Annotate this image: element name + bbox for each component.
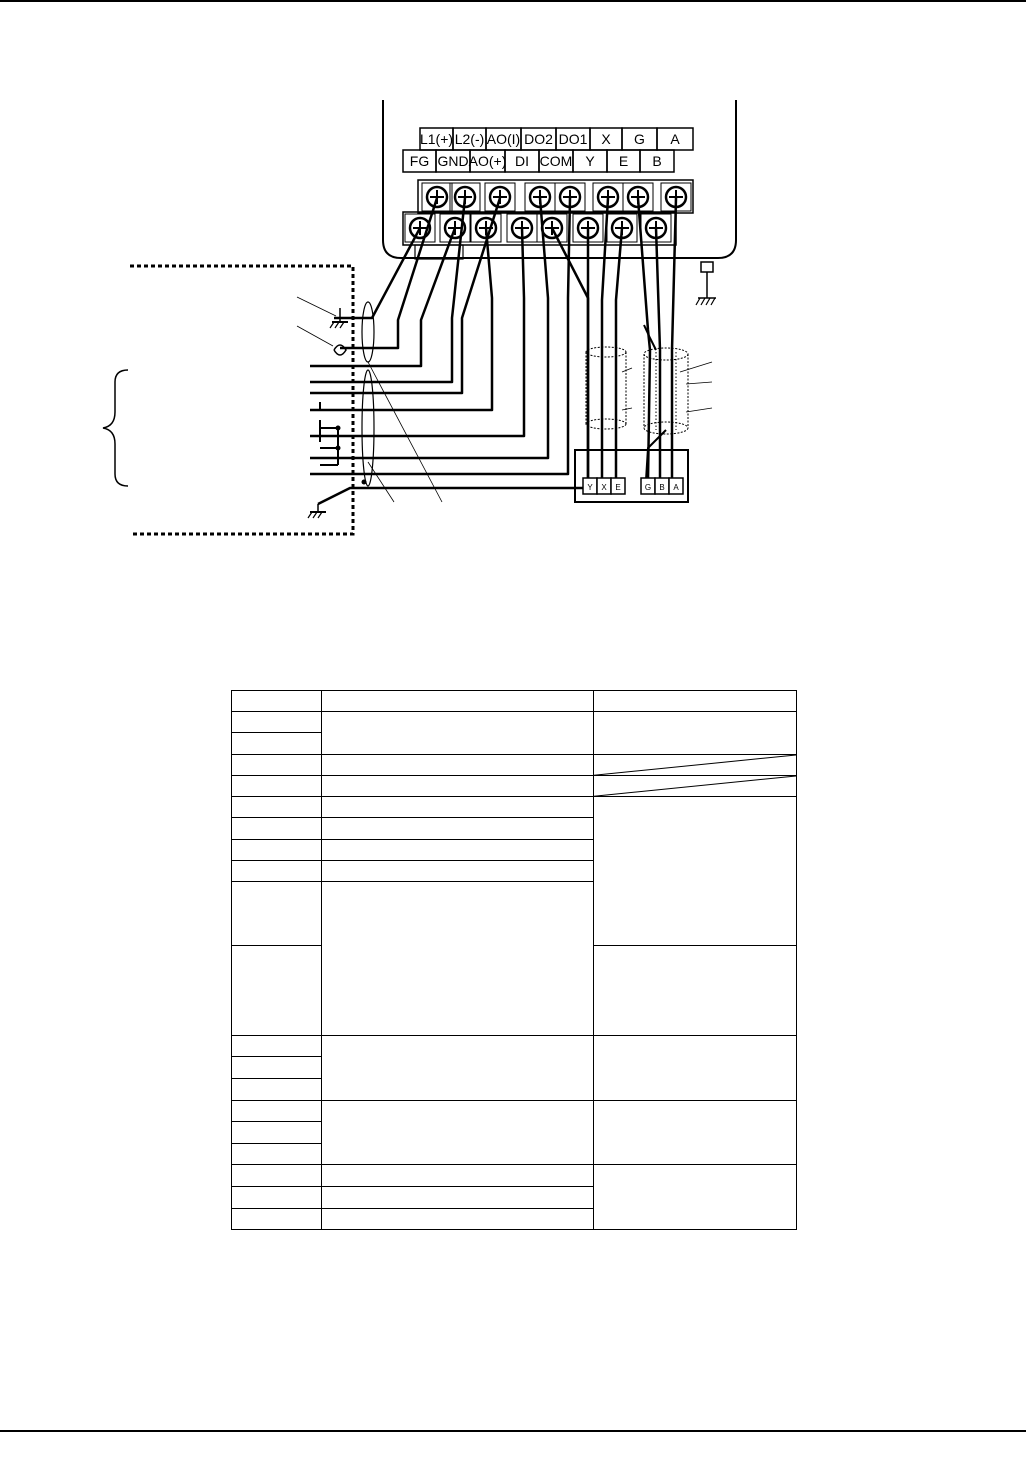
terminal-label: X (601, 131, 611, 147)
table-cell (321, 711, 594, 755)
table-cell (321, 1034, 594, 1101)
terminal-screw (421, 182, 453, 212)
signal-group-brace (102, 369, 129, 487)
terminal-screw (484, 182, 516, 212)
encoder-cable-shield (585, 346, 689, 435)
screw-row-top (421, 182, 692, 212)
leader-lines (296, 296, 713, 503)
terminal-label-cell (639, 149, 675, 173)
connector-pin-label: B (659, 483, 664, 492)
table-cell (321, 1186, 594, 1209)
table-cell (321, 689, 594, 713)
connector-pin-label: E (615, 483, 620, 492)
table-cell (231, 881, 322, 946)
table-cell (231, 774, 322, 798)
terminal-label: G (634, 131, 645, 147)
table-cell (593, 1164, 797, 1230)
table-cell-na (593, 753, 797, 776)
jumper-dots (335, 425, 367, 485)
table-cell (231, 859, 322, 883)
connector-pin (610, 477, 626, 495)
terminal-label: DI (515, 153, 529, 169)
table-cell (321, 774, 594, 798)
terminal-label: L2(-) (455, 131, 485, 147)
table-cell (593, 944, 797, 1036)
table-cell (231, 838, 322, 861)
connector-pin-label: A (673, 483, 679, 492)
terminal-spec-table (231, 689, 797, 1231)
cable-twist-symbol (333, 344, 347, 356)
terminal-label: DO2 (524, 131, 553, 147)
connector-pin-label: G (645, 483, 651, 492)
table-cell (321, 1099, 594, 1166)
terminal-label: AO(I) (487, 131, 520, 147)
table-cell (231, 753, 322, 776)
label-strip-top: L1(+)L2(-)AO(I)DO2 DO1 X G A (419, 127, 694, 151)
terminal-label: AO(+) (469, 153, 507, 169)
table-cell (231, 1120, 322, 1144)
shield-drain (643, 324, 667, 481)
encoder-wiring (586, 197, 678, 481)
encoder-connector (574, 449, 689, 503)
terminal-label: FG (410, 153, 429, 169)
table-cell (321, 1164, 594, 1188)
footer-rule (0, 1430, 1026, 1432)
table-cell (231, 1207, 322, 1231)
connector-pin-label: X (601, 483, 607, 492)
table-cell (321, 817, 594, 840)
terminal-label: E (619, 153, 628, 169)
table-cell (321, 859, 594, 883)
table-cell (321, 838, 594, 861)
table-cell (231, 796, 322, 819)
table-cell (593, 711, 797, 755)
terminal-label: A (670, 131, 680, 147)
control-wiring (310, 197, 590, 506)
screw-block-upper (417, 179, 694, 214)
table-cell (321, 1207, 594, 1231)
table-cell (321, 881, 594, 1036)
table-cell (231, 689, 322, 713)
header-rule (0, 0, 1026, 2)
device-housing (382, 100, 737, 259)
input-jumper (319, 402, 339, 466)
table-cell (231, 817, 322, 840)
table-cell (231, 1186, 322, 1209)
table-cell (593, 1034, 797, 1101)
table-cell (231, 1056, 322, 1080)
table-cell (231, 1142, 322, 1166)
table-cell (231, 944, 322, 1036)
table-cell (321, 796, 594, 819)
ground-icon (329, 308, 348, 329)
table-cell (321, 753, 594, 776)
connector-pin-label: Y (587, 483, 593, 492)
screw-row-bottom (404, 213, 672, 243)
connector-pin (668, 477, 684, 495)
table-cell (231, 711, 322, 734)
table-cell (593, 689, 797, 713)
external-device-boundary (130, 264, 355, 536)
table-cell-na (593, 774, 797, 798)
table-cell (231, 1034, 322, 1058)
table-cell (593, 796, 797, 946)
table-cell (231, 732, 322, 755)
terminal-label: B (652, 153, 661, 169)
table-cell (231, 1078, 322, 1101)
table-cell (231, 1099, 322, 1122)
terminal-label: GND (437, 153, 468, 169)
ground-icon (307, 504, 326, 519)
block-tab (414, 244, 464, 260)
terminal-label: Y (585, 153, 595, 169)
table-cell (593, 1099, 797, 1166)
terminal-label: COM (540, 153, 573, 169)
table-cell (231, 1164, 322, 1188)
terminal-label: DO1 (559, 131, 588, 147)
chassis-ground-icon (695, 261, 716, 306)
terminal-label: L1(+) (420, 131, 453, 147)
terminal-label-cell (656, 127, 694, 151)
